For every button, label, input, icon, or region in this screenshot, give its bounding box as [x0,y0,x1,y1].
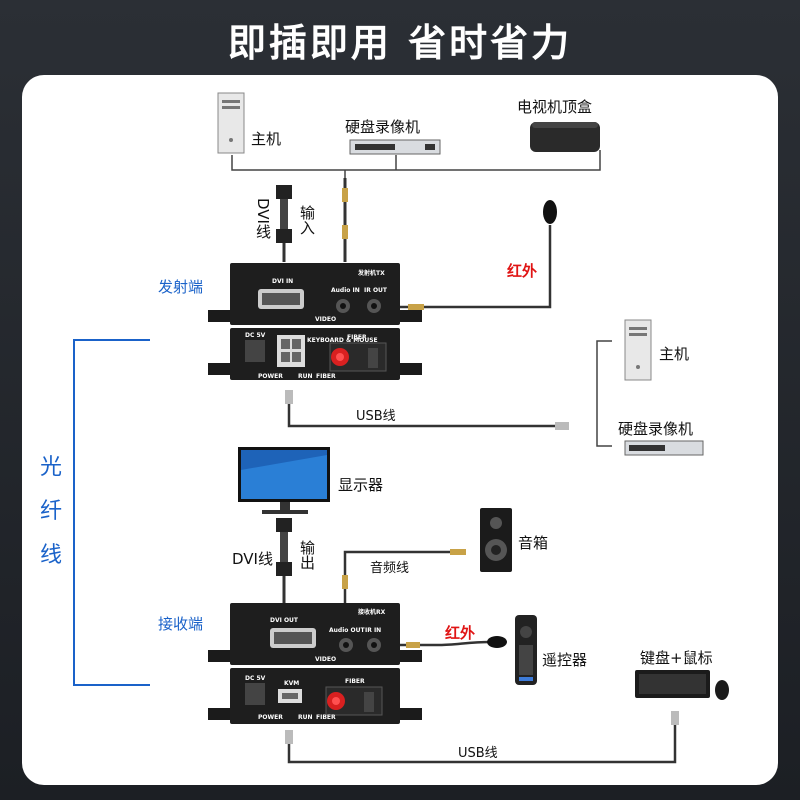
rx-port-video-label: VIDEO [315,656,336,663]
set-top-box-icon [530,122,600,152]
audio-in-cable [342,178,348,262]
rx-led-run-label: RUN [298,714,313,721]
tx-led-power-label: POWER [258,373,283,380]
tx-port-video-label: VIDEO [315,316,336,323]
top-source-bus [231,150,601,185]
receiver-label: 接收端 [158,615,204,633]
right-dvr-label: 硬盘录像机 [618,420,694,438]
right-host-label: 主机 [659,345,690,363]
dvi-in-cable-label: DVI线 [254,198,272,239]
right-devices-bracket [596,340,612,447]
dvi-out-cable [276,518,292,605]
rx-port-dc-label: DC 5V [245,675,266,682]
rx-model-label: 接收机RX [357,608,386,616]
speaker-label: 音箱 [518,534,549,552]
tx-port-kbm-label: KEYBOARD & MOUSE [307,337,378,344]
top-stb-label: 电视机顶盒 [517,98,593,116]
kbm-label: 键盘+鼠标 [640,649,713,667]
rx-port-kvm-label: KVM [284,680,299,687]
top-dvr-label: 硬盘录像机 [345,118,421,136]
tx-port-dc-label: DC 5V [245,332,266,339]
top-host-label: 主机 [251,130,282,148]
keyboard-mouse-icon [635,670,729,700]
ir-receiver-bottom [400,636,507,648]
tx-led-run-label: RUN [298,373,313,380]
speaker-icon [480,508,512,572]
output-label: 输出 [298,540,316,570]
usb-cable-bottom [285,711,679,764]
tx-port-ir-label: IR OUT [364,287,388,294]
receiver-device [208,603,422,724]
ir-emitter-top [400,200,557,310]
rx-port-audio-label: Audio OUT [329,627,365,634]
usb-cable-top [285,390,569,430]
ir-top-label: 红外 [507,262,538,280]
tx-port-fiber-label: FIBER [347,334,367,341]
tx-port-audio-label: Audio IN [331,287,360,294]
monitor-icon [238,447,330,514]
transmitter-label: 发射端 [158,278,204,296]
usb-top-label: USB线 [356,409,396,424]
right-dvr-icon [624,440,704,456]
rx-port-fiber-label: FIBER [345,678,365,685]
usb-bottom-label: USB线 [458,746,498,761]
fiber-link-line [73,339,150,686]
input-label: 输入 [298,205,316,235]
rx-port-dvi-label: DVI OUT [270,617,299,624]
right-host-tower-icon [624,319,652,381]
audio-cable-label: 音频线 [370,561,410,576]
ir-bottom-label: 红外 [445,624,476,642]
rx-led-fiber-label: FIBER [316,714,336,721]
dvr-icon [349,139,441,155]
page-title: 即插即用 省时省力 [227,21,573,65]
rx-port-ir-label: IR IN [365,627,381,634]
remote-label: 遥控器 [542,651,588,669]
transmitter-device [208,263,422,380]
fiber-label: 光纤线 [39,455,62,568]
host-tower-icon [217,92,245,154]
dvi-out-cable-label: DVI线 [232,550,273,568]
monitor-label: 显示器 [338,476,384,494]
audio-out-cable [342,549,466,605]
tx-port-dvi-label: DVI IN [272,278,293,285]
tx-led-fiber-label: FIBER [316,373,336,380]
remote-control-icon [515,615,537,685]
dvi-in-cable [276,185,292,262]
rx-led-power-label: POWER [258,714,283,721]
tx-model-label: 发射机TX [357,269,385,277]
diagram-panel [22,75,778,785]
